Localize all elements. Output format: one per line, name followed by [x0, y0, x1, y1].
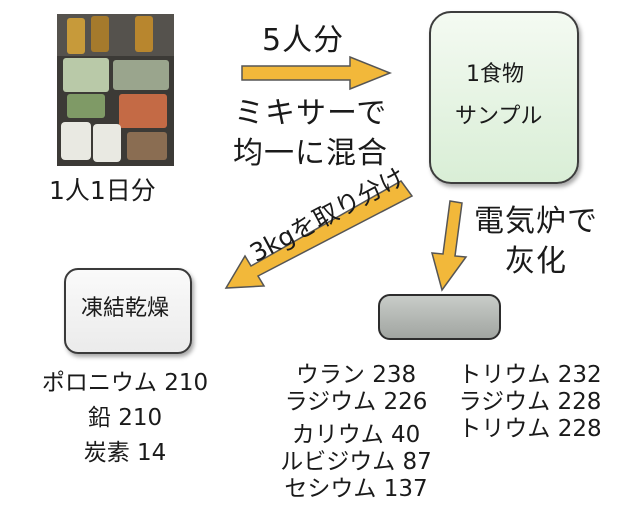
list-item: カリウム 40	[291, 422, 421, 448]
arrow-down	[430, 200, 468, 292]
list-item: トリウム 228	[458, 416, 602, 442]
list-item: 鉛 210	[87, 405, 163, 431]
list-item: トリウム 232	[458, 362, 602, 388]
mix-label-line2: 均一に混合	[233, 136, 388, 171]
list-item: ウラン 238	[295, 362, 417, 388]
food-photo	[57, 14, 174, 166]
ash-nuclide-list-left: ウラン 238 ラジウム 226 カリウム 40 ルビジウム 87 セシウム 1…	[266, 362, 446, 503]
freeze-nuclide-list: ポロニウム 210 鉛 210 炭素 14	[30, 370, 220, 467]
food-sample-box	[429, 11, 579, 184]
ash-label-line1: 電気炉で	[474, 204, 598, 239]
list-item: ルビジウム 87	[280, 449, 432, 475]
sample-box-line2: サンプル	[455, 104, 543, 129]
arrow-top-label: 5人分	[262, 23, 345, 58]
freeze-dry-box	[64, 268, 192, 354]
arrow-right	[241, 55, 393, 91]
list-item: ポロニウム 210	[41, 370, 209, 396]
photo-caption: 1人1日分	[49, 176, 156, 205]
arrow-diagonal	[224, 180, 414, 289]
ash-sample-slab	[378, 294, 501, 340]
list-item: セシウム 137	[284, 476, 428, 502]
ash-label-line2: 灰化	[505, 244, 567, 279]
list-item: 炭素 14	[83, 440, 167, 466]
sample-box-line1: 1食物	[466, 62, 524, 87]
mix-label-line1: ミキサーで	[234, 96, 388, 131]
freeze-dry-label: 凍結乾燥	[81, 296, 170, 321]
ash-nuclide-list-right: トリウム 232 ラジウム 228 トリウム 228	[450, 362, 610, 443]
list-item: ラジウム 226	[284, 389, 428, 415]
list-item: ラジウム 228	[458, 389, 602, 415]
